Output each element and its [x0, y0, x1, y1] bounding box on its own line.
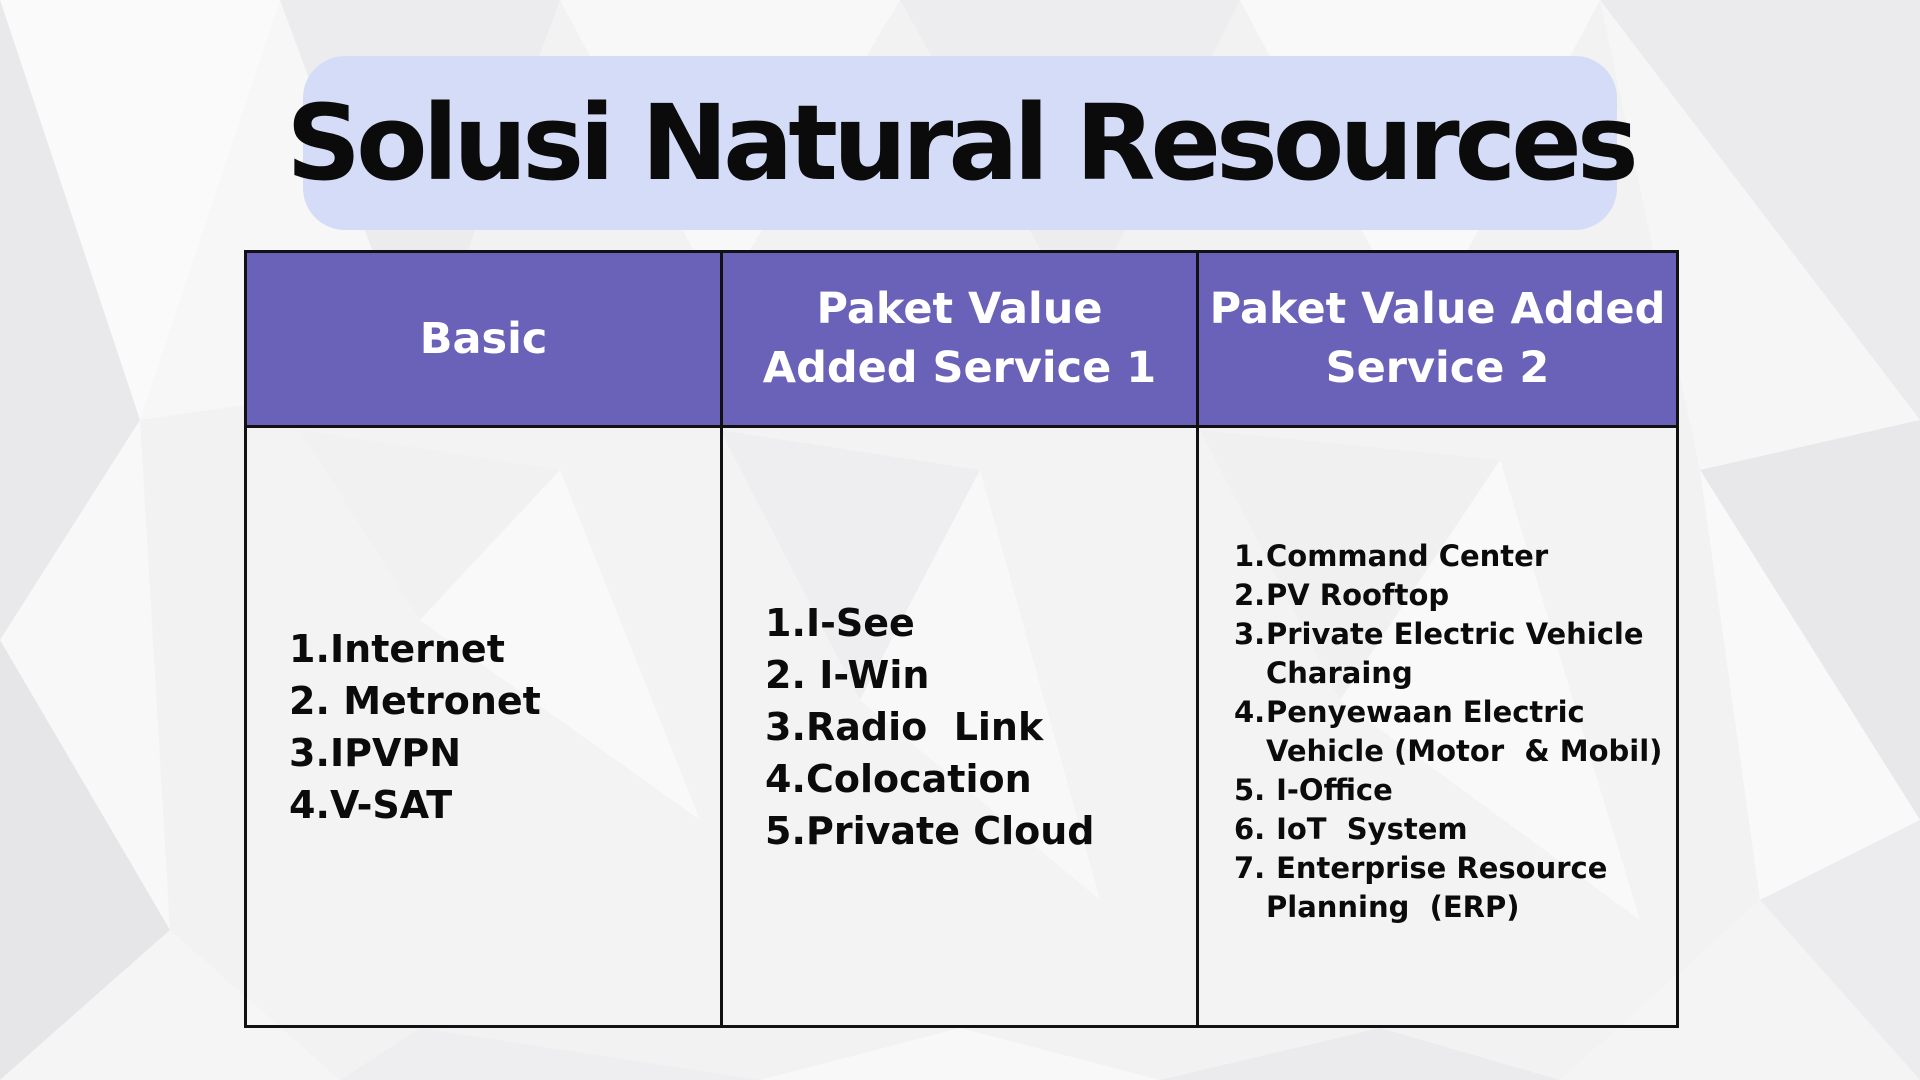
table-header-row: Basic Paket Value Added Service 1 Paket … [244, 250, 1679, 428]
list-item: 2. Metronet [289, 675, 720, 727]
page-title: Solusi Natural Resources [286, 82, 1638, 204]
list-item-number: 1. [765, 600, 806, 645]
list-item-text: Colocation [806, 756, 1032, 801]
list-item-text: Penyewaan Electric [1266, 694, 1585, 729]
basic-cell: 1.Internet 2. Metronet 3.IPVPN 4.V-SAT [244, 425, 723, 1028]
list-item-text: Vehicle (Motor & Mobil) [1266, 733, 1663, 768]
list-item-number: 5. [1234, 772, 1266, 807]
list-item-text: Private Cloud [806, 808, 1095, 853]
list-item-text: Command Center [1266, 538, 1549, 573]
column-header-basic: Basic [244, 250, 723, 428]
vas-2-cell: 1.Command Center 2.PV Rooftop 3.Private … [1196, 425, 1679, 1028]
list-item-text: I-Office [1266, 772, 1393, 807]
plans-table: Basic Paket Value Added Service 1 Paket … [244, 250, 1679, 1028]
list-item-text: Metronet [330, 678, 541, 723]
list-item-number: 3. [1234, 616, 1266, 651]
list-item-text: PV Rooftop [1266, 577, 1450, 612]
list-item-number: 4. [765, 756, 806, 801]
list-item-text: Planning (ERP) [1266, 889, 1520, 924]
list-item-continuation: Charaing [1234, 654, 1676, 693]
vas-1-list: 1.I-See 2. I-Win 3.Radio Link 4.Colocati… [765, 597, 1196, 857]
list-item-text: Internet [330, 626, 505, 671]
list-item-continuation: Vehicle (Motor & Mobil) [1234, 732, 1676, 771]
list-item: 4.V-SAT [289, 779, 720, 831]
list-item: 3.IPVPN [289, 727, 720, 779]
list-item: 1.I-See [765, 597, 1196, 649]
list-item: 4.Penyewaan Electric [1234, 693, 1676, 732]
list-item-number: 3. [765, 704, 806, 749]
list-item-number: 3. [289, 730, 330, 775]
list-item: 5. I-Office [1234, 771, 1676, 810]
list-item-number: 5. [765, 808, 806, 853]
basic-list: 1.Internet 2. Metronet 3.IPVPN 4.V-SAT [289, 623, 720, 831]
list-item: 3.Private Electric Vehicle [1234, 615, 1676, 654]
vas-2-list: 1.Command Center 2.PV Rooftop 3.Private … [1234, 537, 1676, 927]
list-item: 2.PV Rooftop [1234, 576, 1676, 615]
list-item-number: 6. [1234, 811, 1266, 846]
column-header-vas-2: Paket Value Added Service 2 [1196, 250, 1679, 428]
list-item-number: 7. [1234, 850, 1266, 885]
list-item-text: V-SAT [330, 782, 453, 827]
list-item-text: I-Win [806, 652, 930, 697]
list-item-number [1234, 732, 1266, 771]
list-item-continuation: Planning (ERP) [1234, 888, 1676, 927]
list-item-number [1234, 654, 1266, 693]
list-item-text: Radio Link [806, 704, 1044, 749]
list-item-text: Charaing [1266, 655, 1413, 690]
list-item-number: 2. [1234, 577, 1266, 612]
list-item: 5.Private Cloud [765, 805, 1196, 857]
list-item-number: 1. [289, 626, 330, 671]
column-header-vas-1: Paket Value Added Service 1 [720, 250, 1199, 428]
list-item: 1.Internet [289, 623, 720, 675]
vas-1-cell: 1.I-See 2. I-Win 3.Radio Link 4.Colocati… [720, 425, 1199, 1028]
list-item-number [1234, 888, 1266, 927]
title-banner: Solusi Natural Resources [286, 56, 1639, 230]
list-item-text: Private Electric Vehicle [1266, 616, 1644, 651]
list-item-number: 4. [1234, 694, 1266, 729]
list-item-number: 4. [289, 782, 330, 827]
list-item: 4.Colocation [765, 753, 1196, 805]
list-item-number: 2. [289, 678, 330, 723]
list-item-text: IPVPN [330, 730, 462, 775]
list-item: 3.Radio Link [765, 701, 1196, 753]
list-item-text: I-See [806, 600, 915, 645]
list-item: 7. Enterprise Resource [1234, 849, 1676, 888]
table-body-row: 1.Internet 2. Metronet 3.IPVPN 4.V-SAT 1… [244, 425, 1679, 1028]
list-item-number: 2. [765, 652, 806, 697]
list-item-number: 1. [1234, 538, 1266, 573]
list-item-text: IoT System [1266, 811, 1468, 846]
list-item-text: Enterprise Resource [1266, 850, 1608, 885]
list-item: 2. I-Win [765, 649, 1196, 701]
list-item: 6. IoT System [1234, 810, 1676, 849]
list-item: 1.Command Center [1234, 537, 1676, 576]
